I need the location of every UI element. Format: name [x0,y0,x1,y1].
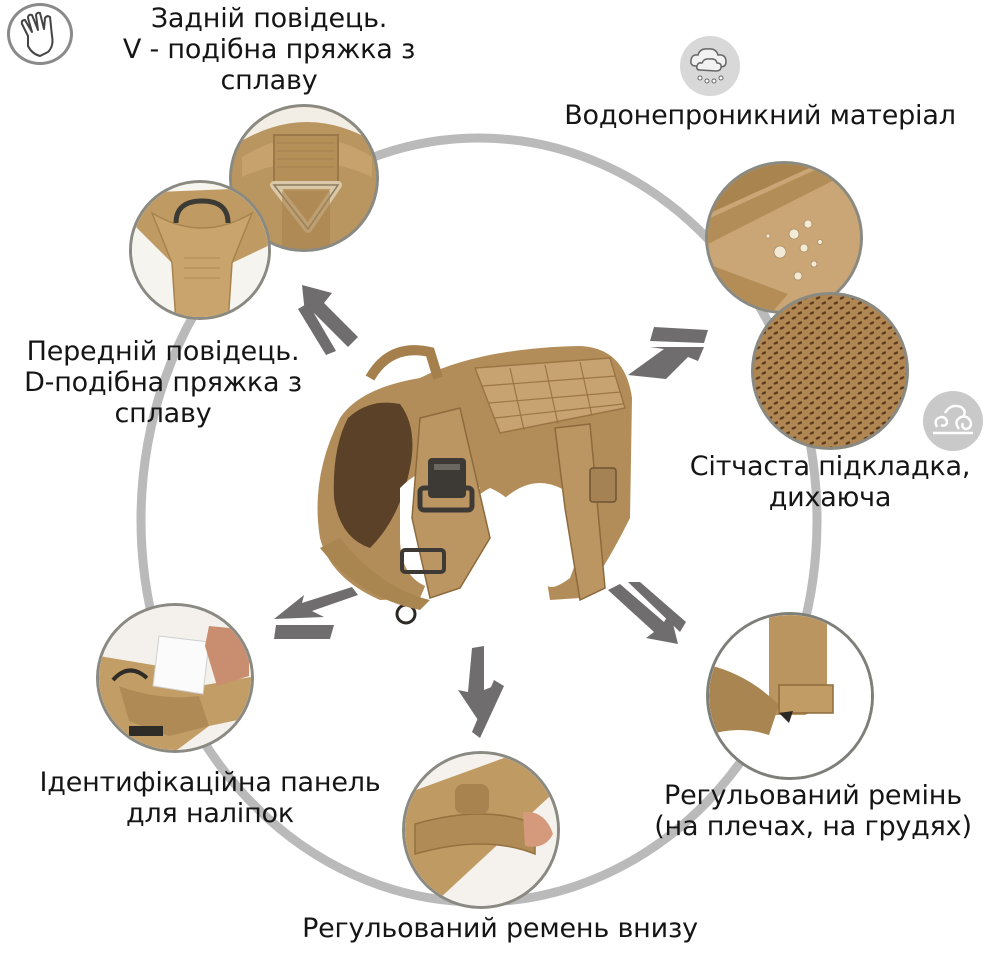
bottom-strap-label: Регульований ремень внизу [302,913,698,944]
rear-leash-label: Задній повідець. V - подібна пряжка з сп… [122,3,416,96]
arrow-to-id-panel-icon [274,587,358,639]
harness-product-image [317,345,632,625]
waterproof-closeup-image [705,161,863,314]
wind-swirl-icon [923,391,983,451]
id-panel-label: Ідентифікаційна панель для наліпок [39,767,381,829]
hand-icon [7,3,73,65]
adjustable-strap-closeup-image [706,612,874,780]
id-panel-closeup-image [96,603,254,753]
adjustable-strap-label: Регульований ремінь (на плечах, на грудя… [654,780,972,842]
arrow-to-bottom-strap-icon [458,646,504,738]
arrow-to-waterproof-icon [628,327,708,379]
arrow-to-rear-leash-icon [298,285,358,355]
front-leash-label: Передній повідець. D-подібна пряжка з сп… [24,336,302,429]
front-leash-closeup-image [129,180,271,320]
bottom-strap-closeup-image [402,751,560,909]
rain-cloud-icon [680,36,740,96]
mesh-lining-label: Сітчаста підкладка, дихаюча [689,451,971,513]
mesh-lining-closeup-image [751,292,909,450]
waterproof-label: Водонепроникний матеріал [564,100,956,131]
arrow-to-adjustable-strap-icon [608,582,686,644]
